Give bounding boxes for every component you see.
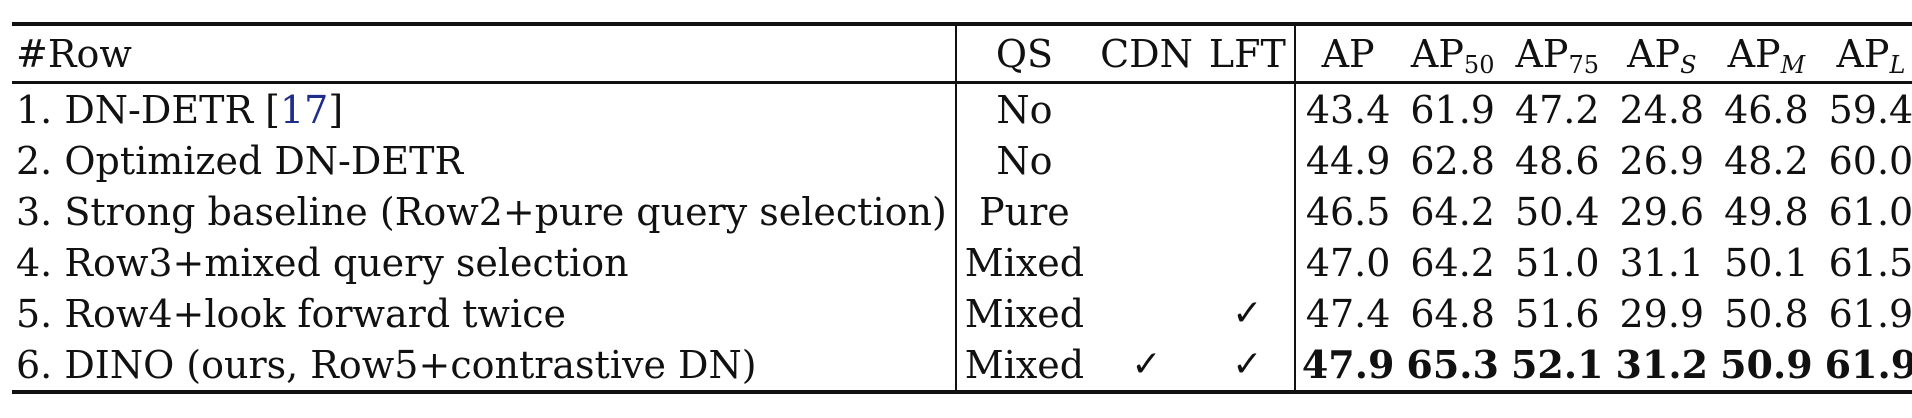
header-lft: LFT	[1200, 24, 1296, 83]
ablation-table: #Row QS CDN LFT AP AP50 AP75 APS APM APL…	[12, 22, 1912, 394]
header-row: #Row QS CDN LFT AP AP50 AP75 APS APM APL	[12, 24, 1912, 83]
cell-aps: 31.1	[1619, 240, 1705, 285]
table-header: #Row QS CDN LFT AP AP50 AP75 APS APM APL	[12, 24, 1912, 83]
cell-ap50: 62.8	[1410, 138, 1495, 183]
header-apm-base: AP	[1727, 31, 1781, 76]
cell-ap50: 64.2	[1410, 189, 1495, 234]
row-label: 1. DN-DETR [17]	[12, 82, 957, 135]
cell-ap75: 52.1	[1510, 341, 1604, 387]
cell-ap: 43.4	[1305, 87, 1391, 132]
cell-ap50: 61.9	[1410, 87, 1495, 132]
header-apl-base: AP	[1836, 31, 1890, 76]
cell-cdn	[1092, 135, 1201, 186]
cell-qs: No	[996, 138, 1053, 183]
table-body: 1. DN-DETR [17] No 43.4 61.9 47.2 24.8 4…	[12, 82, 1912, 392]
header-aps-sub-wrap: S	[1680, 51, 1696, 79]
cell-lft: ✓	[1200, 339, 1296, 392]
cell-apm: 49.8	[1724, 189, 1809, 234]
row-label-text: 1. DN-DETR [	[16, 87, 280, 132]
table-row: 1. DN-DETR [17] No 43.4 61.9 47.2 24.8 4…	[12, 82, 1912, 136]
cell-qs: Mixed	[964, 342, 1085, 387]
cell-aps: 29.6	[1619, 189, 1705, 234]
header-ap50: AP50	[1400, 24, 1505, 83]
cell-ap75: 48.6	[1514, 138, 1600, 183]
header-apl-sub: L	[1889, 50, 1906, 79]
header-cdn: CDN	[1100, 31, 1193, 76]
header-apm-sub-wrap: M	[1781, 51, 1806, 79]
header-ap75-sub: 75	[1568, 50, 1600, 79]
cell-apl: 61.5	[1828, 240, 1912, 285]
cell-qs: Pure	[979, 189, 1070, 234]
header-apl: APL	[1819, 24, 1912, 83]
cell-apl: 61.9	[1824, 341, 1912, 387]
table-row: 6. DINO (ours, Row5+contrastive DN) Mixe…	[12, 339, 1912, 392]
cell-aps: 24.8	[1619, 87, 1705, 132]
header-aps-base: AP	[1627, 31, 1681, 76]
table-row: 5. Row4+look forward twice Mixed ✓ 47.4 …	[12, 288, 1912, 339]
cell-apl: 61.0	[1828, 189, 1912, 234]
cell-cdn	[1092, 83, 1201, 136]
cell-ap75: 50.4	[1514, 189, 1600, 234]
cell-ap50: 64.2	[1410, 240, 1495, 285]
row-label-end: ]	[328, 87, 344, 132]
header-row-id: #Row	[12, 24, 957, 83]
cell-ap: 44.9	[1305, 138, 1391, 183]
cell-cdn	[1092, 288, 1201, 339]
header-ap50-base: AP	[1410, 31, 1464, 76]
table-row: 2. Optimized DN-DETR No 44.9 62.8 48.6 2…	[12, 135, 1912, 186]
header-apl-sub-wrap: L	[1889, 51, 1905, 79]
cell-aps: 26.9	[1619, 138, 1705, 183]
cell-apm: 50.8	[1724, 291, 1809, 336]
cell-apm: 50.1	[1724, 240, 1809, 285]
header-aps: APS	[1610, 24, 1715, 83]
cell-qs: Mixed	[964, 240, 1085, 285]
cell-lft	[1200, 135, 1296, 186]
header-ap75: AP75	[1505, 24, 1610, 83]
cell-lft: ✓	[1200, 288, 1296, 339]
citation-link[interactable]: 17	[279, 87, 329, 132]
cell-ap: 46.5	[1305, 189, 1391, 234]
cell-lft	[1200, 82, 1296, 135]
cell-ap: 47.4	[1305, 291, 1391, 336]
cell-cdn	[1092, 237, 1201, 288]
row-label: 5. Row4+look forward twice	[12, 288, 957, 339]
row-label: 3. Strong baseline (Row2+pure query sele…	[12, 186, 957, 237]
cell-apm: 46.8	[1724, 87, 1809, 132]
cell-apl: 59.4	[1828, 87, 1912, 132]
ablation-table-container: #Row QS CDN LFT AP AP50 AP75 APS APM APL…	[12, 22, 1912, 394]
cell-ap50: 64.8	[1410, 291, 1495, 336]
cell-apm: 50.9	[1720, 341, 1813, 387]
header-aps-sub: S	[1680, 50, 1697, 79]
row-label: 2. Optimized DN-DETR	[12, 135, 957, 186]
row-label: 4. Row3+mixed query selection	[12, 237, 957, 288]
table-row: 3. Strong baseline (Row2+pure query sele…	[12, 186, 1912, 237]
cell-aps: 29.9	[1619, 291, 1705, 336]
cell-cdn: ✓	[1131, 343, 1162, 385]
cell-ap75: 51.0	[1514, 240, 1600, 285]
header-apm-sub: M	[1780, 50, 1806, 79]
cell-apm: 48.2	[1724, 138, 1809, 183]
cell-qs: Mixed	[964, 291, 1085, 336]
cell-ap: 47.0	[1305, 240, 1391, 285]
row-label: 6. DINO (ours, Row5+contrastive DN)	[12, 339, 957, 392]
header-qs: QS	[995, 31, 1054, 76]
header-ap: AP	[1321, 31, 1375, 76]
cell-apl: 60.0	[1828, 138, 1912, 183]
cell-apl: 61.9	[1828, 291, 1912, 336]
cell-ap50: 65.3	[1406, 341, 1499, 387]
header-ap75-base: AP	[1515, 31, 1569, 76]
cell-ap75: 47.2	[1514, 87, 1600, 132]
cell-aps: 31.2	[1615, 341, 1709, 387]
cell-lft	[1200, 186, 1296, 237]
header-apm: APM	[1714, 24, 1819, 83]
cell-qs: No	[996, 87, 1053, 132]
cell-cdn	[1092, 186, 1201, 237]
table-row: 4. Row3+mixed query selection Mixed 47.0…	[12, 237, 1912, 288]
header-ap50-sub: 50	[1463, 50, 1495, 79]
cell-ap75: 51.6	[1514, 291, 1600, 336]
cell-ap: 47.9	[1301, 341, 1395, 387]
cell-lft	[1200, 237, 1296, 288]
